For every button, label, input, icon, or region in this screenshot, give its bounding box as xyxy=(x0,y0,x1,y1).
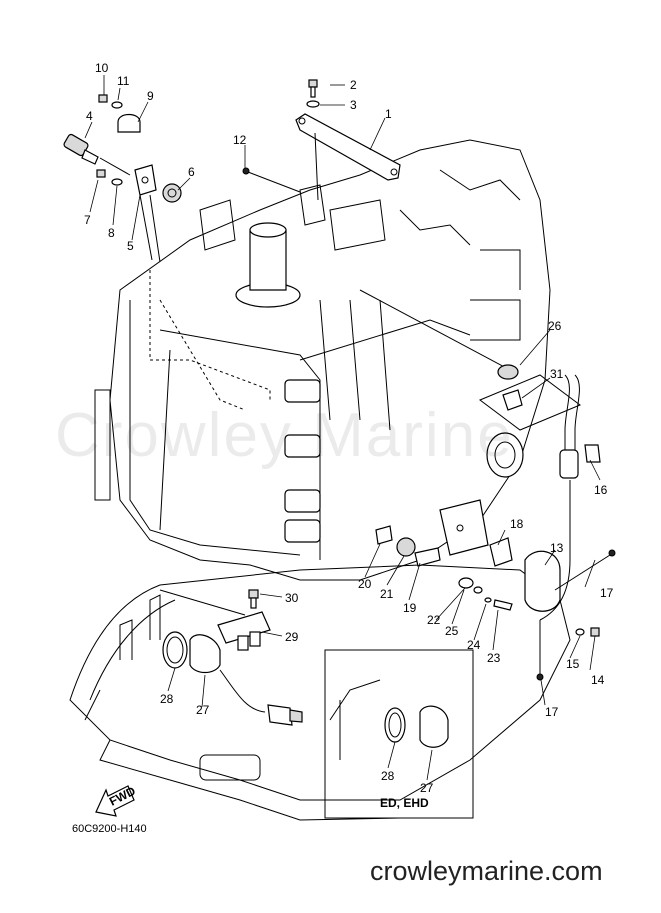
callout-27-inset: 27 xyxy=(420,781,434,795)
callout-6: 6 xyxy=(188,165,195,179)
callout-16: 16 xyxy=(594,483,608,497)
callout-29: 29 xyxy=(285,630,299,644)
bottom-cowling xyxy=(69,564,571,821)
callout-24: 24 xyxy=(467,638,481,652)
callout-19: 19 xyxy=(403,601,417,615)
callout-17-upper: 17 xyxy=(600,586,614,600)
callout-22: 22 xyxy=(427,613,441,627)
fwd-arrow: FWD xyxy=(95,784,138,817)
callout-20: 20 xyxy=(358,577,372,591)
callout-3: 3 xyxy=(350,98,357,112)
callout-2: 2 xyxy=(350,78,357,92)
callout-26: 26 xyxy=(548,319,562,333)
inset-panel xyxy=(324,649,474,819)
callout-30: 30 xyxy=(285,591,299,605)
callout-25: 25 xyxy=(445,624,459,638)
callout-9: 9 xyxy=(147,89,154,103)
callout-1: 1 xyxy=(385,107,392,121)
callout-17-lower: 17 xyxy=(545,705,559,719)
sensor-assembly-left xyxy=(63,94,182,263)
callout-13: 13 xyxy=(550,541,564,555)
callout-27-main: 27 xyxy=(196,703,210,717)
site-footer: crowleymarine.com xyxy=(370,856,603,886)
leader-lines xyxy=(84,75,601,781)
callout-10: 10 xyxy=(95,61,109,75)
callout-18: 18 xyxy=(510,517,524,531)
callout-28-inset: 28 xyxy=(381,769,395,783)
diagram-code: 60C9200-H140 xyxy=(72,823,147,835)
callout-4: 4 xyxy=(86,109,93,123)
bracket-assembly-top xyxy=(242,79,401,201)
callout-5: 5 xyxy=(127,239,134,253)
callout-21: 21 xyxy=(380,587,394,601)
callout-12: 12 xyxy=(233,133,247,147)
callout-7: 7 xyxy=(84,213,91,227)
callouts: 1 2 3 4 5 6 7 8 9 10 11 12 13 14 15 16 1… xyxy=(84,61,614,810)
electrical-parts-right xyxy=(359,289,616,681)
callout-8: 8 xyxy=(108,226,115,240)
callout-23: 23 xyxy=(487,651,501,665)
callout-11: 11 xyxy=(117,74,130,88)
callout-15: 15 xyxy=(566,657,580,671)
inset-label: ED, EHD xyxy=(380,796,429,810)
callout-28-main: 28 xyxy=(160,692,174,706)
engine-block xyxy=(94,139,551,581)
grommet-bracket-lower xyxy=(159,589,303,726)
fittings-middle xyxy=(375,525,513,611)
callout-31: 31 xyxy=(550,367,564,381)
callout-14: 14 xyxy=(591,673,605,687)
